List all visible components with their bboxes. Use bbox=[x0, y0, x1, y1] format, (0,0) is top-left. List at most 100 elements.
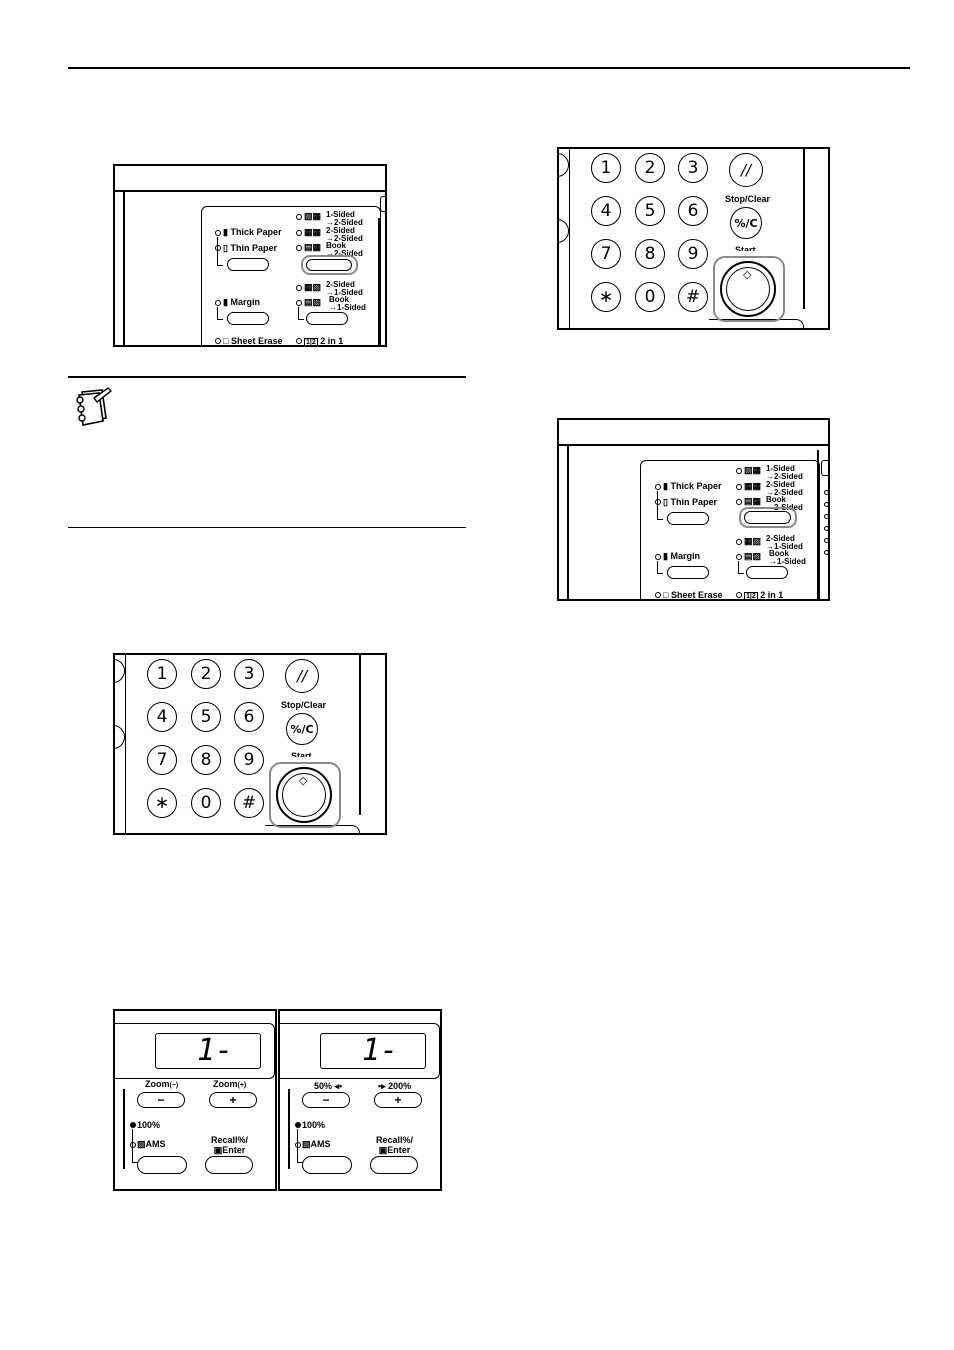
ams-bracket bbox=[297, 1129, 303, 1163]
keypad-key[interactable]: 9 bbox=[234, 745, 264, 775]
keypad-key[interactable]: 8 bbox=[191, 745, 221, 775]
display-frame bbox=[115, 1023, 275, 1079]
margin-button[interactable] bbox=[227, 312, 269, 325]
margin-bracket bbox=[657, 561, 663, 574]
margin-led bbox=[215, 300, 221, 306]
thick-paper-label: ▮ Thick Paper bbox=[663, 481, 722, 491]
book-to-one-led bbox=[296, 300, 302, 306]
recall-label: Recall%/▣Enter bbox=[376, 1135, 414, 1155]
keypad-key[interactable]: 6 bbox=[234, 702, 264, 732]
keypad-key[interactable]: 1 bbox=[591, 153, 621, 183]
split-button[interactable] bbox=[306, 312, 348, 325]
reduce-button[interactable]: − bbox=[302, 1092, 350, 1108]
stop-clear-label: Stop/Clear bbox=[725, 194, 771, 204]
ams-icon: ▧ bbox=[302, 1139, 311, 1149]
start-button[interactable]: ◇ bbox=[276, 767, 332, 823]
panel-edge-left bbox=[123, 190, 125, 345]
panel-edge-right bbox=[817, 450, 819, 599]
recall-enter-button[interactable] bbox=[370, 1156, 418, 1174]
enlarge-button[interactable]: + bbox=[374, 1092, 422, 1108]
book-to-two-led bbox=[296, 245, 302, 251]
keypad-key[interactable]: ∗ bbox=[591, 282, 621, 312]
duplex-button[interactable] bbox=[744, 511, 791, 524]
edge-led bbox=[824, 550, 828, 555]
panel-bottom-ledge bbox=[709, 319, 804, 328]
zoom-plus-button[interactable]: + bbox=[209, 1092, 257, 1108]
two-to-one-label: 2-Sided→1-Sided bbox=[766, 534, 803, 551]
full-size-led bbox=[295, 1122, 301, 1128]
keypad-key[interactable]: 5 bbox=[191, 702, 221, 732]
keypad-key[interactable]: # bbox=[234, 788, 264, 818]
copy-count-readout: 1- bbox=[362, 1033, 399, 1068]
lcd-window bbox=[155, 1033, 261, 1069]
keypad-key[interactable]: 9 bbox=[678, 239, 708, 269]
keypad-key[interactable]: 3 bbox=[678, 153, 708, 183]
start-button[interactable]: ◇ bbox=[720, 261, 776, 317]
keypad-key[interactable]: 0 bbox=[191, 788, 221, 818]
two-in-one-label: 1|2 2 in 1 bbox=[744, 590, 784, 600]
two-to-one-led bbox=[296, 285, 302, 291]
paper-type-button[interactable] bbox=[667, 512, 709, 525]
keypad-key[interactable]: 4 bbox=[147, 702, 177, 732]
keypad-key[interactable]: 6 bbox=[678, 196, 708, 226]
recall-enter-button[interactable] bbox=[205, 1156, 253, 1174]
reset-button[interactable]: // bbox=[729, 153, 763, 187]
start-label: Start bbox=[291, 751, 312, 761]
two-to-two-label: 2-Sided→2-Sided bbox=[326, 226, 363, 243]
edge-led bbox=[824, 514, 828, 519]
paper-bracket bbox=[657, 491, 663, 520]
keypad-key[interactable]: 8 bbox=[635, 239, 665, 269]
book-to-two-label: Book→2-Sided bbox=[326, 241, 363, 258]
thin-paper-led bbox=[655, 499, 661, 505]
book-to-one-led bbox=[736, 554, 742, 560]
keypad-key[interactable]: 0 bbox=[635, 282, 665, 312]
split-bracket bbox=[298, 307, 304, 320]
keypad-key[interactable]: 7 bbox=[591, 239, 621, 269]
enlarge-label: •▸ 200% bbox=[378, 1081, 412, 1091]
book-to-two-led bbox=[736, 499, 742, 505]
ams-label: ▧AMS bbox=[137, 1139, 166, 1149]
ams-led bbox=[130, 1142, 136, 1148]
start-diamond-icon: ◇ bbox=[743, 268, 752, 281]
panel-right-divider bbox=[803, 149, 805, 309]
keypad-key[interactable]: ∗ bbox=[147, 788, 177, 818]
keypad-key[interactable]: # bbox=[678, 282, 708, 312]
two-in-one-icon: 1|2 bbox=[304, 338, 318, 346]
paper-bracket bbox=[217, 237, 223, 266]
thin-paper-icon: ▯ bbox=[663, 497, 668, 507]
book-to-one-icon: ▤▧ bbox=[744, 551, 762, 561]
paper-type-button[interactable] bbox=[227, 258, 269, 271]
keypad-key[interactable]: 7 bbox=[147, 745, 177, 775]
ams-icon: ▧ bbox=[137, 1139, 146, 1149]
split-button[interactable] bbox=[746, 566, 788, 579]
reset-button[interactable]: // bbox=[285, 659, 319, 693]
book-to-one-label: Book→1-Sided bbox=[769, 549, 806, 566]
keypad-key[interactable]: 5 bbox=[635, 196, 665, 226]
keypad-key[interactable]: 2 bbox=[635, 153, 665, 183]
one-to-two-label: 1-Sided→2-Sided bbox=[766, 464, 803, 481]
ams-button[interactable] bbox=[137, 1156, 187, 1174]
ams-button[interactable] bbox=[302, 1156, 352, 1174]
keypad-key[interactable]: 3 bbox=[234, 659, 264, 689]
thick-paper-icon: ▮ bbox=[663, 481, 668, 491]
two-in-one-icon: 1|2 bbox=[744, 592, 758, 600]
zoom-minus-button[interactable]: − bbox=[137, 1092, 185, 1108]
thin-paper-led bbox=[215, 245, 221, 251]
keypad-key[interactable]: 1 bbox=[147, 659, 177, 689]
stop-clear-button[interactable]: %/C bbox=[730, 207, 762, 239]
book-to-two-icon: ▤▦ bbox=[744, 496, 762, 506]
margin-button[interactable] bbox=[667, 566, 709, 579]
duplex-button[interactable] bbox=[306, 259, 352, 271]
sheet-erase-led bbox=[655, 592, 661, 598]
margin-icon: ▮ bbox=[223, 297, 228, 307]
edge-led bbox=[824, 526, 828, 531]
header-rule bbox=[68, 67, 910, 69]
edge-led bbox=[824, 538, 828, 543]
two-in-one-label: 1|2 2 in 1 bbox=[304, 336, 344, 346]
margin-icon: ▮ bbox=[663, 551, 668, 561]
stop-clear-button[interactable]: %/C bbox=[286, 713, 318, 745]
start-ring bbox=[726, 267, 770, 311]
keypad-key[interactable]: 2 bbox=[191, 659, 221, 689]
full-size-label: 100% bbox=[137, 1120, 161, 1130]
keypad-key[interactable]: 4 bbox=[591, 196, 621, 226]
